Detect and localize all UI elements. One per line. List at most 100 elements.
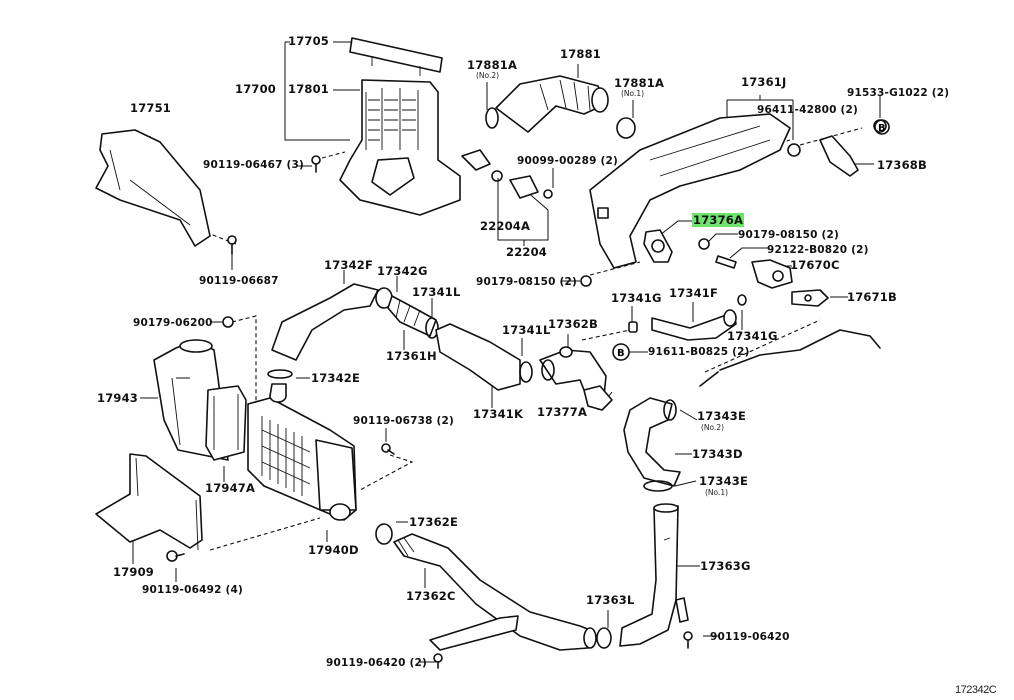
air-flow-meter-22204 [461, 149, 553, 199]
label-17909[interactable]: 17909 [113, 565, 155, 579]
label-17341L-b[interactable]: 17341L [502, 323, 551, 337]
label-17343D[interactable]: 17343D [692, 447, 743, 461]
label-17671B[interactable]: 17671B [847, 290, 897, 304]
label-90179-08150-b[interactable]: 90179-08150 (2) [476, 276, 577, 288]
svg-text:B: B [878, 123, 886, 134]
label-91533-G1022[interactable]: 91533-G1022 (2) [847, 87, 950, 99]
label-17341F[interactable]: 17341F [669, 286, 719, 300]
air-cleaner-cap [349, 37, 443, 76]
clamp-17343E-no1 [643, 480, 673, 492]
callout-b-lower: B [612, 343, 630, 361]
pipe-17343D [623, 397, 681, 487]
label-17362B[interactable]: 17362B [548, 317, 598, 331]
label-17342G[interactable]: 17342G [377, 264, 428, 278]
label-17361H[interactable]: 17361H [386, 349, 437, 363]
label-17881A-no1[interactable]: 17881A [614, 76, 665, 90]
label-17343E-no2[interactable]: 17343E [697, 409, 747, 423]
connector-17670C [751, 259, 793, 289]
label-17940D[interactable]: 17940D [308, 543, 359, 557]
label-17881A-no2-sub: (No.2) [476, 71, 500, 80]
gasket-17376A [643, 229, 673, 263]
label-17343E-no1[interactable]: 17343E [699, 474, 749, 488]
highlighted-part-number[interactable]: 17376A [692, 213, 745, 227]
clamp-17341G-b [737, 294, 747, 306]
bracket-lower-right [699, 329, 881, 387]
figure-code: 172342C [955, 684, 997, 696]
label-17343E-no2-sub: (No.2) [701, 423, 725, 432]
label-22204[interactable]: 22204 [506, 245, 548, 259]
clamp-17341L-b [519, 361, 533, 383]
label-92122-B0820[interactable]: 92122-B0820 (2) [767, 244, 869, 256]
label-17342F[interactable]: 17342F [324, 258, 374, 272]
label-17801[interactable]: 17801 [288, 82, 330, 96]
label-90179-08150-a[interactable]: 90179-08150 (2) [738, 229, 839, 241]
callout-b-upper: B [874, 119, 890, 135]
label-17751[interactable]: 17751 [130, 101, 172, 115]
pipe-17362C [393, 533, 597, 651]
bracket-17362C [429, 615, 519, 651]
label-17377A[interactable]: 17377A [537, 405, 588, 419]
label-17881A-no1-sub: (No.1) [621, 89, 645, 98]
label-17362C[interactable]: 17362C [406, 589, 456, 603]
label-17376A[interactable]: 17376A [692, 213, 745, 227]
label-17341G-a[interactable]: 17341G [611, 291, 662, 305]
intercooler-17940D [247, 369, 357, 521]
gasket-17671B [791, 289, 829, 307]
gasket-17377A [583, 385, 613, 411]
bolt-90119-06492 [166, 550, 185, 562]
plate-17947A [205, 385, 247, 461]
label-17341L-a[interactable]: 17341L [412, 285, 461, 299]
label-90119-06467[interactable]: 90119-06467 (3) [203, 159, 304, 171]
label-17705[interactable]: 17705 [288, 34, 330, 48]
label-17341G-b[interactable]: 17341G [727, 329, 778, 343]
intake-hose-17881 [495, 75, 609, 133]
label-17947A[interactable]: 17947A [205, 481, 256, 495]
clamp-17341G-a [628, 321, 638, 333]
label-90119-06687[interactable]: 90119-06687 [199, 275, 279, 287]
label-90119-06420-a[interactable]: 90119-06420 (2) [326, 657, 427, 669]
label-22204A[interactable]: 22204A [480, 219, 531, 233]
label-17881A-no2[interactable]: 17881A [467, 58, 518, 72]
label-17341K[interactable]: 17341K [473, 407, 524, 421]
hose-17342F [271, 283, 393, 361]
label-17368B[interactable]: 17368B [877, 158, 927, 172]
hose-17341K [435, 323, 521, 391]
label-17363L[interactable]: 17363L [586, 593, 635, 607]
label-17361J[interactable]: 17361J [741, 75, 787, 89]
label-90119-06738[interactable]: 90119-06738 (2) [353, 415, 454, 427]
label-91611-B0825[interactable]: 91611-B0825 (2) [648, 346, 750, 358]
label-90119-06420-b[interactable]: 90119-06420 [710, 631, 790, 643]
pipe-17362B [539, 346, 607, 401]
nut-90179-08150 [698, 238, 710, 250]
air-cleaner-assembly [339, 79, 461, 216]
label-90179-06200[interactable]: 90179-06200 [133, 317, 213, 329]
duct-17909 [95, 453, 203, 551]
clamp-17362E [375, 523, 393, 545]
label-17363G[interactable]: 17363G [700, 559, 751, 573]
label-17700[interactable]: 17700 [235, 82, 277, 96]
intake-pipe-17361J [589, 113, 801, 269]
bolt-90119-06687 [227, 235, 237, 255]
bolt-90119-06467 [311, 155, 321, 173]
label-17343E-no1-sub: (No.1) [705, 488, 729, 497]
svg-text:B: B [617, 348, 625, 359]
hose-clamp-no2 [485, 107, 499, 129]
nut-90179-08150-b [580, 275, 592, 287]
label-17943[interactable]: 17943 [97, 391, 139, 405]
hose-17341F [651, 309, 737, 341]
label-96411-42800[interactable]: 96411-42800 (2) [757, 104, 858, 116]
bolt-90119-06738 [381, 443, 395, 455]
clamp-17363L [596, 627, 612, 649]
bolt-90119-06420-b [683, 631, 693, 649]
pipe-17363G [619, 503, 689, 647]
label-90099-00289[interactable]: 90099-00289 (2) [517, 155, 618, 167]
stud-92122-B0820 [715, 255, 737, 269]
label-90119-06492[interactable]: 90119-06492 (4) [142, 584, 243, 596]
label-17670C[interactable]: 17670C [790, 258, 840, 272]
label-17362E[interactable]: 17362E [409, 515, 459, 529]
label-17342E[interactable]: 17342E [311, 371, 361, 385]
label-17881[interactable]: 17881 [560, 47, 602, 61]
bolt-90119-06420-a [433, 653, 443, 669]
hose-clamp-no1 [616, 117, 636, 139]
